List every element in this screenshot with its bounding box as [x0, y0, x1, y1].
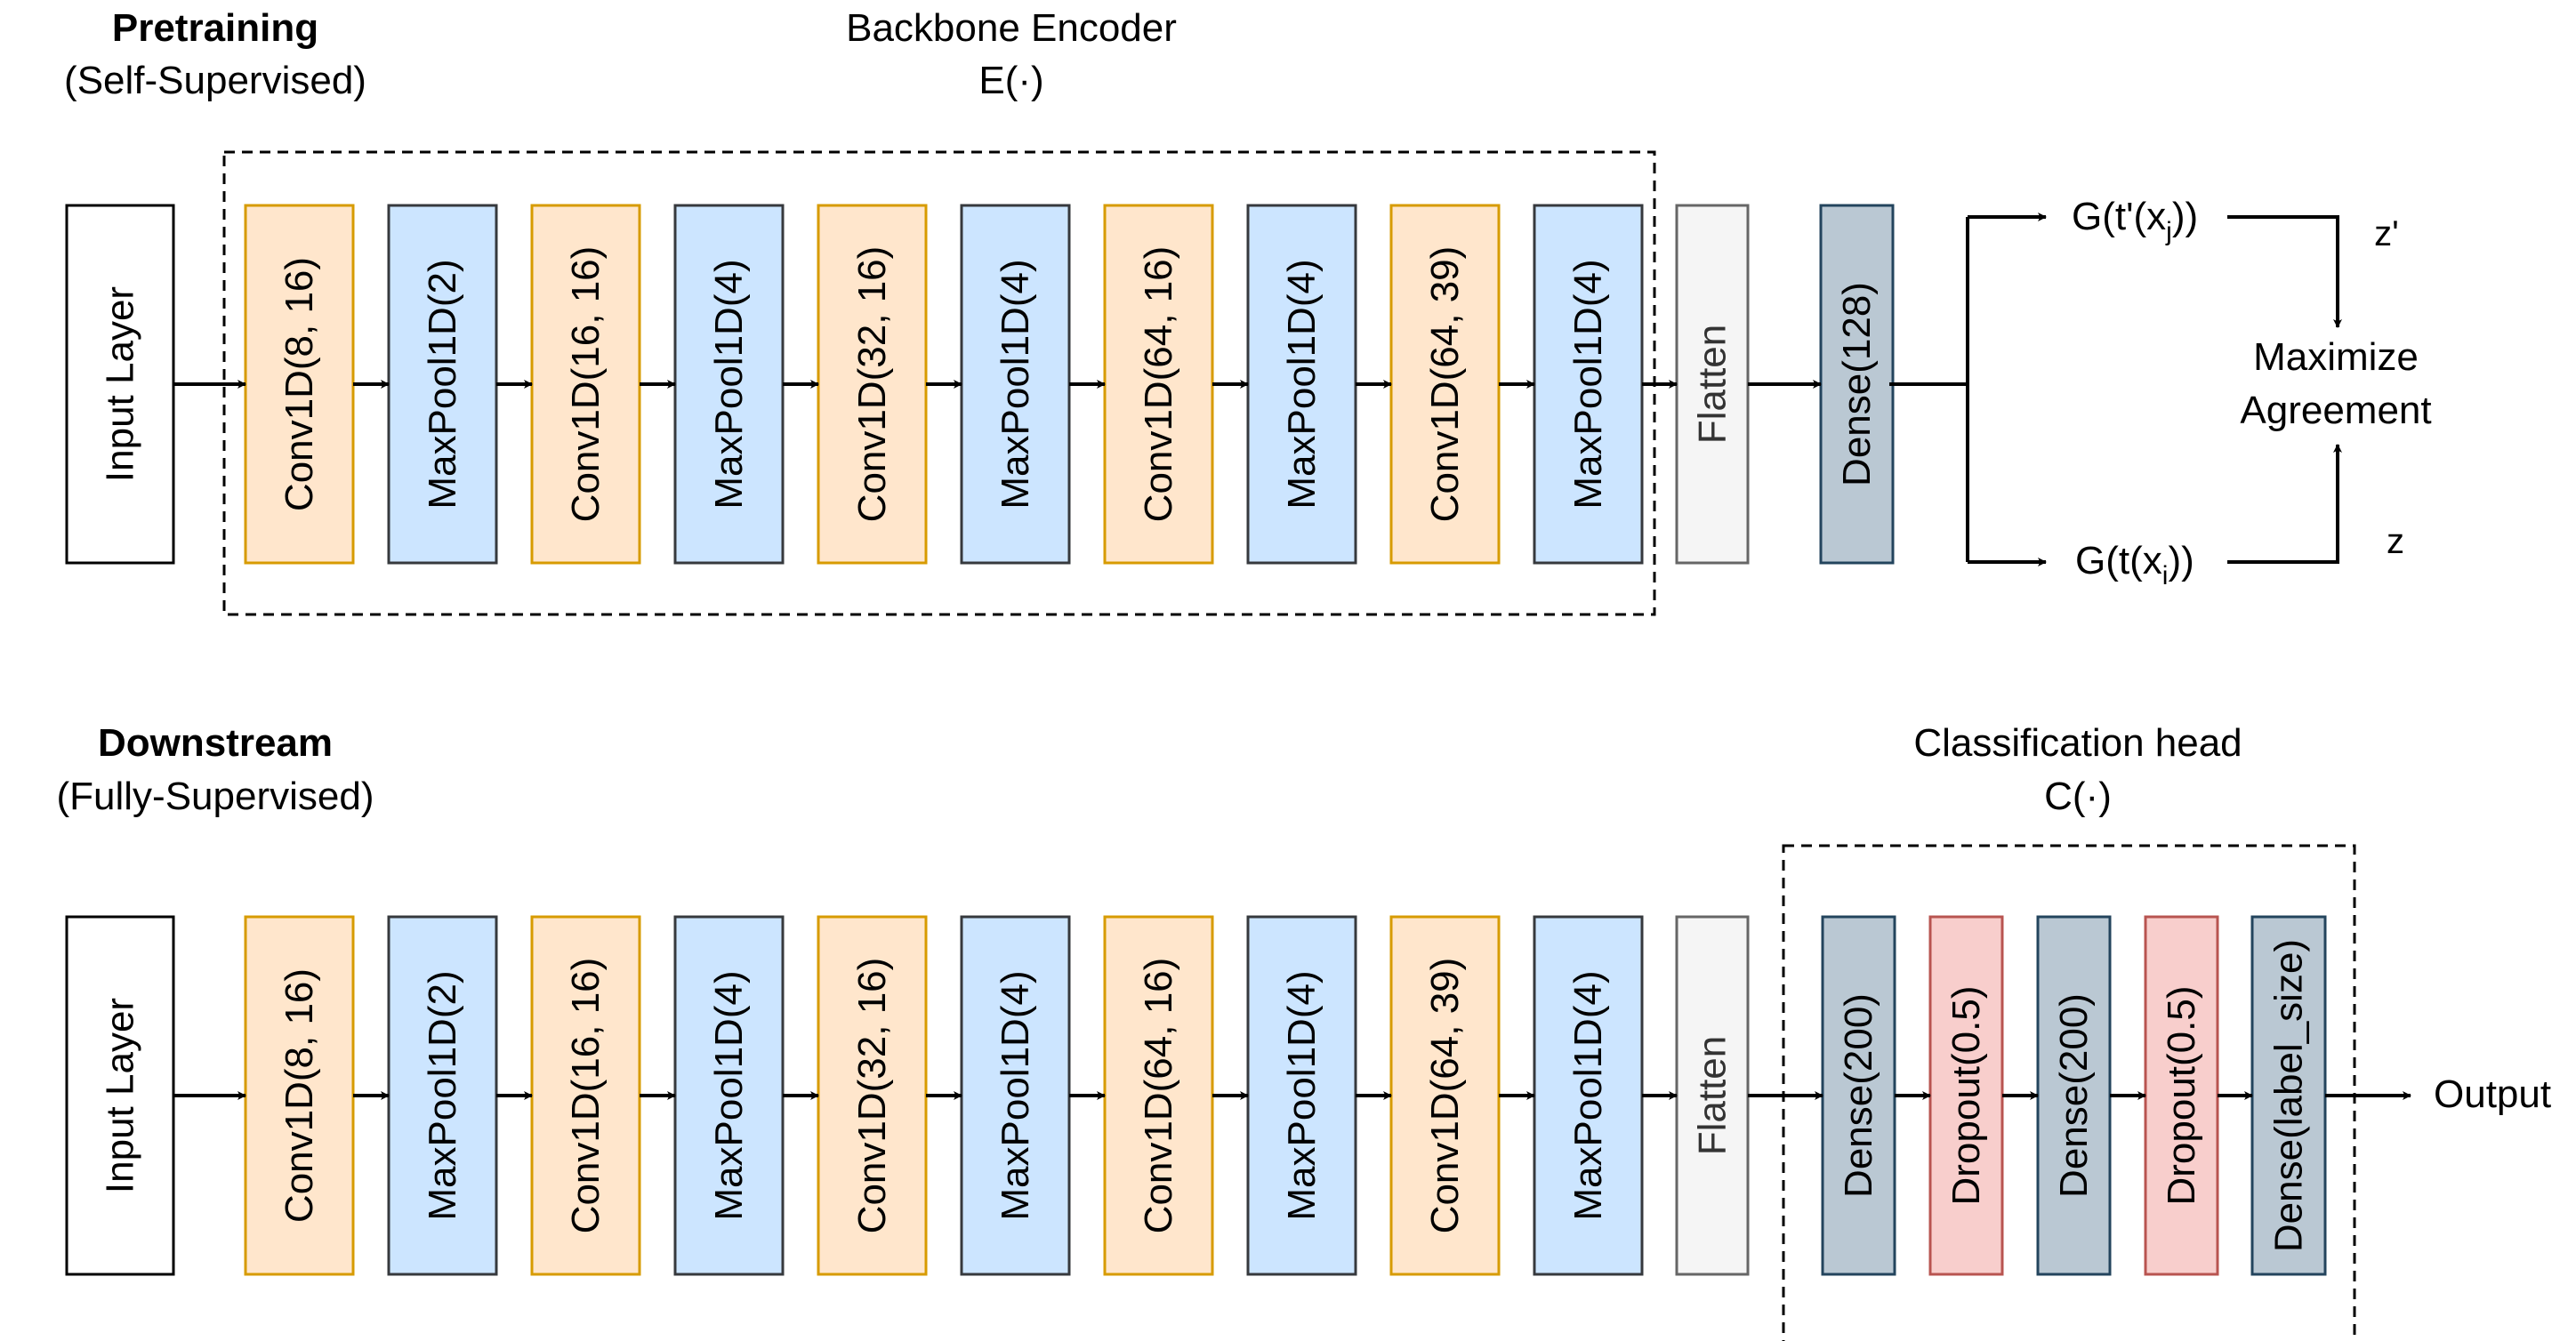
downstream-layer-maxpool1d-4-box	[1533, 915, 1644, 1276]
pretraining-subtitle: (Self-Supervised)	[64, 59, 366, 102]
pretraining-layer-maxpool1d-4-label: MaxPool1D(4)	[1566, 259, 1610, 509]
downstream-layer-maxpool1d-4-label: MaxPool1D(4)	[1566, 970, 1610, 1220]
pretraining-layer-conv1d-64-39-box	[1389, 204, 1501, 565]
downstream-layer-maxpool1d-2-label: MaxPool1D(2)	[421, 970, 464, 1220]
encoder-symbol: E(·)	[978, 59, 1043, 102]
downstream-layer-input-layer-box	[65, 915, 175, 1276]
downstream-layer-dense-200-box	[1821, 915, 1896, 1276]
pretraining-layer-conv1d-8-16-label: Conv1D(8, 16)	[278, 257, 321, 511]
projection-branch: G(t'(xj)) G(t(xi)) z' z Maximize Agreeme…	[1889, 195, 2432, 590]
downstream-layer-conv1d-32-16-box	[817, 915, 928, 1276]
pretraining-layers: Input Layer Conv1D(8, 16) MaxPool1D(2) Conv…	[65, 204, 1895, 565]
pretraining-layer-conv1d-16-16-label: Conv1D(16, 16)	[564, 246, 608, 523]
pretraining-layer-maxpool1d-4-box	[1533, 204, 1644, 565]
downstream-layer-conv1d-16-16-box	[530, 915, 641, 1276]
encoder-title: Backbone Encoder	[846, 6, 1177, 50]
downstream-layer-maxpool1d-4-label: MaxPool1D(4)	[1280, 970, 1324, 1220]
downstream-layer-dense-label-size-label: Dense(label_size)	[2267, 939, 2311, 1252]
downstream-title: Downstream	[98, 721, 333, 765]
agreement-arrow-top	[2227, 215, 2342, 328]
downstream-layer-conv1d-32-16-label: Conv1D(32, 16)	[850, 958, 894, 1234]
pretraining-layer-maxpool1d-4-label: MaxPool1D(4)	[707, 259, 751, 509]
classification-head-symbol: C(·)	[2044, 775, 2112, 818]
downstream-layer-maxpool1d-4-label: MaxPool1D(4)	[994, 970, 1037, 1220]
objective-line-1: Maximize	[2253, 335, 2419, 379]
downstream-layer-dropout-0-5-label: Dropout(0.5)	[2160, 985, 2203, 1205]
pretraining-layer-maxpool1d-4-label: MaxPool1D(4)	[1280, 259, 1324, 509]
downstream-layer-dense-200-label: Dense(200)	[1837, 993, 1880, 1198]
downstream-layer-maxpool1d-2-box	[387, 915, 498, 1276]
downstream-subtitle: (Fully-Supervised)	[57, 775, 374, 818]
pretraining-layer-maxpool1d-2-box	[387, 204, 498, 565]
downstream-layer-conv1d-64-16-label: Conv1D(64, 16)	[1137, 958, 1180, 1234]
pretraining-layer-conv1d-32-16-box	[817, 204, 928, 565]
pretraining-layer-flatten-label: Flatten	[1691, 325, 1735, 445]
pretraining-layer-conv1d-32-16-label: Conv1D(32, 16)	[850, 246, 894, 523]
downstream-layer-conv1d-64-39-label: Conv1D(64, 39)	[1423, 958, 1467, 1234]
downstream-layer-dense-200-label: Dense(200)	[2052, 993, 2096, 1198]
downstream-layer-conv1d-8-16-label: Conv1D(8, 16)	[278, 968, 321, 1223]
projection-top-label: G(t'(xj))	[2072, 195, 2198, 246]
pretraining-layer-conv1d-64-39-label: Conv1D(64, 39)	[1423, 246, 1467, 523]
pretraining-title: Pretraining	[112, 6, 318, 50]
downstream-layer-flatten-box	[1675, 915, 1750, 1276]
downstream-layer-input-layer-label: Input Layer	[99, 998, 142, 1193]
pretraining-layer-conv1d-8-16-box	[244, 204, 355, 565]
downstream-layer-flatten-label: Flatten	[1691, 1036, 1735, 1156]
downstream-layer-conv1d-8-16-box	[244, 915, 355, 1276]
agreement-arrow-bottom	[2227, 444, 2342, 564]
classification-head-title: Classification head	[1913, 721, 2242, 765]
projection-bottom-label: G(t(xi))	[2075, 539, 2194, 590]
downstream-layer-conv1d-64-39-box	[1389, 915, 1501, 1276]
downstream-layer-conv1d-64-16-box	[1103, 915, 1214, 1276]
pretraining-layer-maxpool1d-4-label: MaxPool1D(4)	[994, 259, 1037, 509]
pretraining-layer-maxpool1d-2-label: MaxPool1D(2)	[421, 259, 464, 509]
downstream-layer-conv1d-16-16-label: Conv1D(16, 16)	[564, 958, 608, 1234]
z-label: z	[2387, 522, 2404, 561]
downstream-layer-maxpool1d-4-label: MaxPool1D(4)	[707, 970, 751, 1220]
downstream-layer-dropout-0-5-label: Dropout(0.5)	[1944, 985, 1988, 1205]
pretraining-layer-conv1d-64-16-label: Conv1D(64, 16)	[1137, 246, 1180, 523]
downstream-layer-maxpool1d-4-box	[960, 915, 1071, 1276]
output-label: Output	[2434, 1072, 2551, 1116]
z-prime-label: z'	[2374, 214, 2399, 253]
downstream-layers: Input Layer Conv1D(8, 16) MaxPool1D(2) Conv…	[65, 915, 2327, 1276]
objective-line-2: Agreement	[2240, 389, 2431, 432]
pretraining-layer-dense-128-label: Dense(128)	[1835, 282, 1879, 486]
pretraining-layer-input-layer-label: Input Layer	[99, 286, 142, 482]
